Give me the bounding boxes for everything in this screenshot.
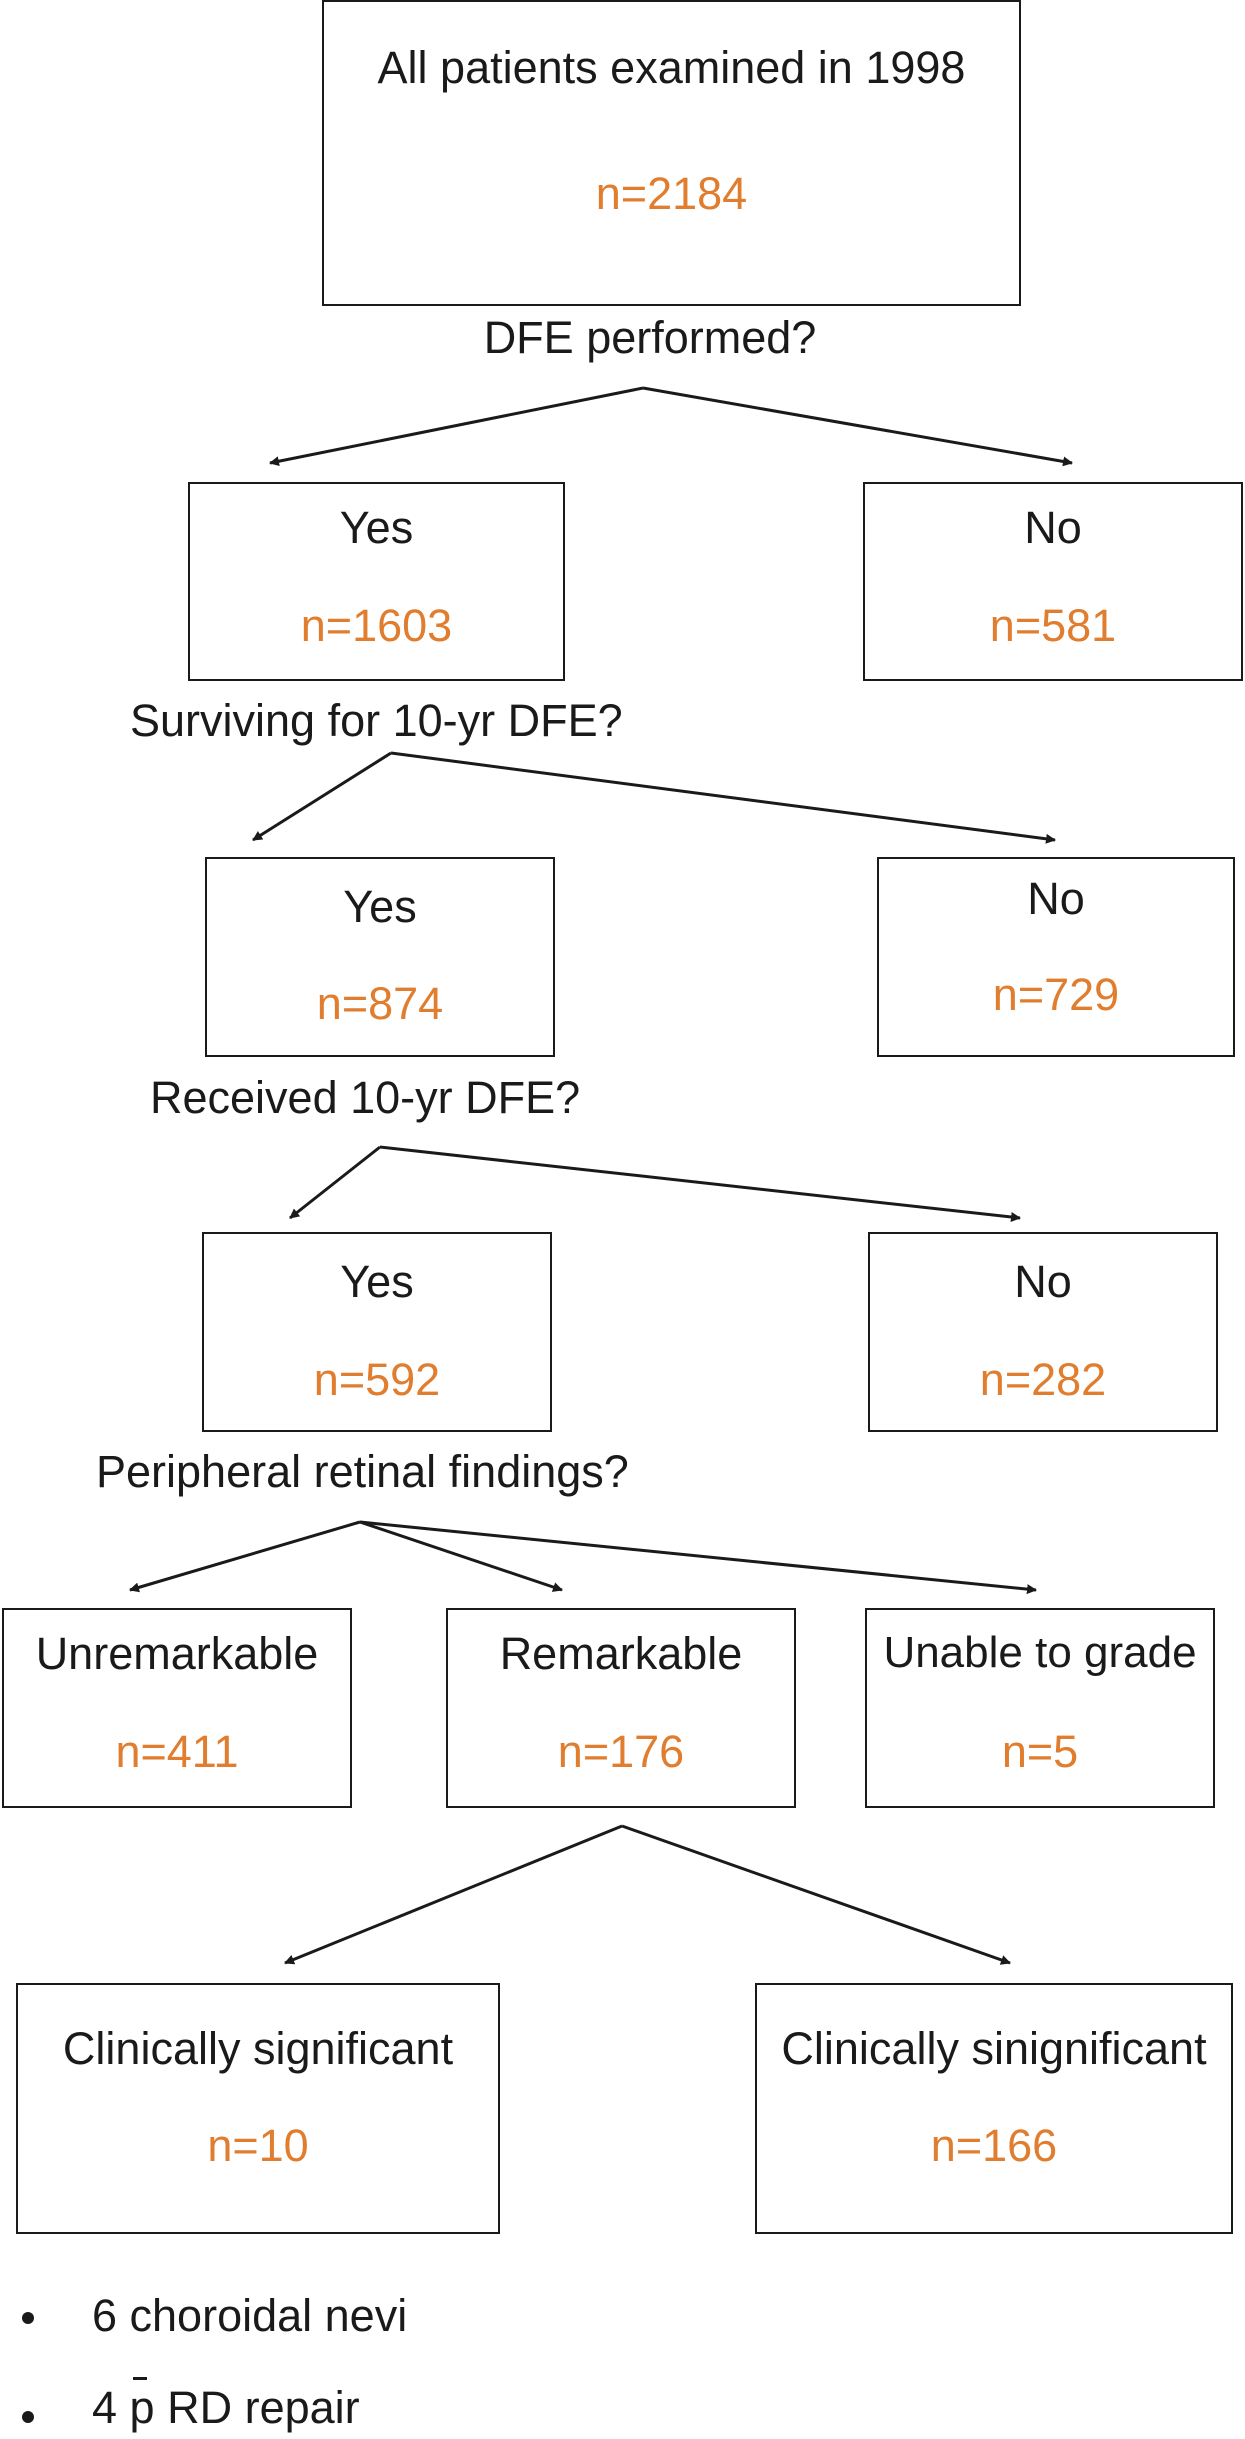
l1-no-count: n=581 bbox=[989, 600, 1117, 651]
l3-no-box: No n=282 bbox=[868, 1232, 1218, 1432]
l1-yes-box: Yes n=1603 bbox=[188, 482, 565, 681]
unremarkable-label: Unremarkable bbox=[35, 1628, 319, 1679]
insignificant-box: Clinically sinignificant n=166 bbox=[755, 1983, 1233, 2234]
l2-no-label: No bbox=[1027, 873, 1085, 924]
note-choroidal-nevi: 6 choroidal nevi bbox=[92, 2290, 408, 2341]
note-rd-repair-p: p bbox=[129, 2382, 155, 2433]
insignificant-label: Clinically sinignificant bbox=[781, 2023, 1207, 2074]
l1-no-box: No n=581 bbox=[863, 482, 1243, 681]
unremarkable-box: Unremarkable n=411 bbox=[2, 1608, 352, 1808]
arrow-rem-insignificant bbox=[621, 1824, 1011, 1965]
bullet-icon bbox=[22, 2312, 34, 2324]
arrow-l2-yes bbox=[289, 1145, 381, 1220]
arrow-l2-no bbox=[379, 1145, 1021, 1222]
l2-yes-label: Yes bbox=[343, 881, 417, 932]
l3-no-count: n=282 bbox=[979, 1354, 1107, 1405]
arrow-l3-unable bbox=[359, 1520, 1037, 1595]
arrow-l1-yes bbox=[252, 751, 392, 842]
l3-no-label: No bbox=[1014, 1256, 1072, 1307]
unremarkable-count: n=411 bbox=[115, 1726, 239, 1777]
root-label: All patients examined in 1998 bbox=[377, 42, 966, 93]
l1-yes-label: Yes bbox=[339, 502, 414, 553]
note-rd-repair-count: 4 bbox=[92, 2382, 118, 2433]
l2-yes-box: Yes n=874 bbox=[205, 857, 555, 1057]
overbar-mark bbox=[133, 2377, 147, 2380]
question-peripheral: Peripheral retinal findings? bbox=[96, 1446, 629, 1497]
remarkable-label: Remarkable bbox=[499, 1628, 743, 1679]
remarkable-box: Remarkable n=176 bbox=[446, 1608, 796, 1808]
note-rd-repair: 4 p RD repair bbox=[92, 2382, 360, 2434]
remarkable-count: n=176 bbox=[557, 1726, 685, 1777]
l3-yes-box: Yes n=592 bbox=[202, 1232, 552, 1432]
note-rd-repair-text: RD repair bbox=[167, 2382, 360, 2433]
significant-box: Clinically significant n=10 bbox=[16, 1983, 500, 2234]
arrow-l1-no bbox=[390, 751, 1056, 844]
arrow-rem-significant bbox=[284, 1824, 623, 1965]
arrow-root-no bbox=[642, 386, 1073, 467]
l2-yes-count: n=874 bbox=[316, 978, 444, 1029]
unable-box: Unable to grade n=5 bbox=[865, 1608, 1215, 1808]
root-count: n=2184 bbox=[595, 168, 748, 219]
significant-label: Clinically significant bbox=[62, 2023, 454, 2074]
l2-no-count: n=729 bbox=[992, 969, 1120, 1020]
root-box: All patients examined in 1998 n=2184 bbox=[322, 0, 1021, 306]
l1-no-label: No bbox=[1024, 502, 1082, 553]
arrow-l3-unremarkable bbox=[129, 1520, 361, 1593]
question-surviving: Surviving for 10-yr DFE? bbox=[130, 695, 623, 746]
question-received: Received 10-yr DFE? bbox=[150, 1072, 581, 1123]
significant-count: n=10 bbox=[207, 2120, 309, 2171]
question-dfe-performed: DFE performed? bbox=[483, 312, 817, 363]
insignificant-count: n=166 bbox=[930, 2120, 1058, 2171]
unable-count: n=5 bbox=[1001, 1726, 1079, 1777]
arrow-root-yes bbox=[269, 386, 644, 467]
l1-yes-count: n=1603 bbox=[300, 600, 453, 651]
unable-label: Unable to grade bbox=[883, 1628, 1197, 1677]
bullet-icon bbox=[22, 2411, 34, 2423]
arrow-l3-remarkable bbox=[359, 1520, 563, 1592]
l3-yes-label: Yes bbox=[340, 1256, 414, 1307]
l2-no-box: No n=729 bbox=[877, 857, 1235, 1057]
l3-yes-count: n=592 bbox=[313, 1354, 441, 1405]
